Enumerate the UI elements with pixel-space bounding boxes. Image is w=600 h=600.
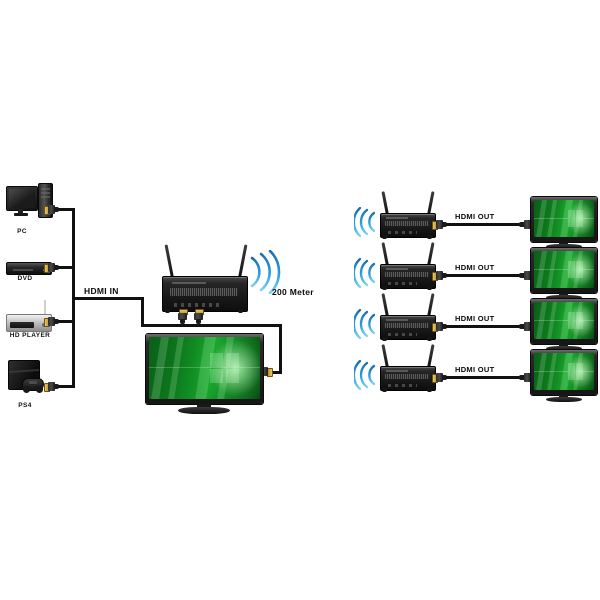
source-label-pc: PC	[17, 228, 27, 235]
cable-receiver-1-to-tv	[446, 223, 528, 226]
hdmi-in-label: HDMI IN	[84, 286, 119, 296]
pc-monitor-neck	[18, 209, 23, 213]
local-tv-base	[178, 407, 230, 414]
receiver-4-antenna-right	[427, 344, 435, 369]
hdmi-plug-receiver-4	[432, 373, 447, 383]
cable-tx-loop-in	[268, 371, 282, 374]
local-tv	[146, 334, 263, 404]
receiver-2-antenna-left	[381, 242, 389, 267]
local-tv-neck	[197, 404, 211, 409]
hdmi-plug-pc	[44, 205, 59, 215]
cable-dvd-to-trunk	[58, 266, 74, 269]
windows-logo	[567, 209, 584, 228]
receiver-2-signal-arcs	[354, 258, 376, 288]
receiver-1-antenna-left	[381, 191, 389, 216]
receiver-tv-3	[531, 299, 597, 344]
receiver-tv-3-screen	[534, 302, 594, 339]
cable-receiver-3-to-tv	[446, 325, 528, 328]
receiver-4-antenna-left	[381, 344, 389, 369]
source-device-pc	[4, 183, 66, 234]
receiver-3-antenna-right	[427, 293, 435, 318]
wireless-hdmi-receiver-4	[380, 366, 436, 392]
hdmi-plug-dvd	[44, 263, 59, 273]
hdmi-plug-receiver-3	[432, 322, 447, 332]
hdmi-plug-receiver-1	[432, 220, 447, 230]
hdmi-plug-transmitter-2	[194, 309, 204, 324]
source-label-ps4: PS4	[18, 402, 32, 409]
ps4-controller	[22, 378, 44, 393]
transmitter-antenna-left	[164, 244, 174, 279]
hdmi-out-label-3: HDMI OUT	[455, 314, 495, 323]
hdmi-plug-transmitter-1	[178, 309, 188, 324]
receiver-tv-2-base	[546, 295, 582, 300]
hdmi-out-label-4: HDMI OUT	[455, 365, 495, 374]
pc-monitor	[6, 186, 38, 211]
receiver-3-antenna-left	[381, 293, 389, 318]
receiver-tv-2-screen	[534, 251, 594, 288]
receiver-tv-2	[531, 248, 597, 293]
receiver-1-signal-arcs	[354, 207, 376, 237]
cable-hdplayer-to-trunk	[58, 320, 74, 323]
hdmi-plug-ps4	[44, 382, 59, 392]
hd-player-antenna	[44, 300, 46, 314]
receiver-4-signal-arcs	[354, 360, 376, 390]
cable-step-down	[141, 297, 144, 327]
transmitter-signal-arcs	[250, 250, 281, 294]
cable-tx-loop-top	[195, 324, 282, 327]
receiver-tv-1-base	[546, 244, 582, 249]
source-label-hd-player: HD PLAYER	[9, 332, 51, 339]
receiver-tv-1-screen	[534, 200, 594, 237]
cable-pc-to-trunk	[58, 208, 74, 211]
receiver-tv-1	[531, 197, 597, 242]
receiver-tv-4-base	[546, 397, 582, 402]
receiver-tv-3-base	[546, 346, 582, 351]
windows-logo	[567, 362, 584, 381]
cable-tx-loop-down	[279, 324, 282, 373]
windows-logo	[567, 311, 584, 330]
receiver-tv-4	[531, 350, 597, 395]
cable-receiver-4-to-tv	[446, 376, 528, 379]
wireless-hdmi-receiver-3	[380, 315, 436, 341]
receiver-tv-4-screen	[534, 353, 594, 390]
receiver-3-signal-arcs	[354, 309, 376, 339]
local-tv-screen	[149, 337, 260, 399]
distance-label: 200 Meter	[272, 287, 314, 297]
hdmi-out-label-2: HDMI OUT	[455, 263, 495, 272]
source-label-dvd: DVD	[17, 275, 33, 282]
hdmi-plug-receiver-2	[432, 271, 447, 281]
cable-receiver-2-to-tv	[446, 274, 528, 277]
cable-ps4-to-trunk	[58, 385, 74, 388]
cable-step-to-tx	[141, 324, 195, 327]
receiver-2-antenna-right	[427, 242, 435, 267]
hdmi-plug-hd-player	[44, 317, 59, 327]
wireless-hdmi-transmitter	[162, 276, 248, 313]
windows-logo	[210, 353, 239, 383]
wireless-hdmi-receiver-2	[380, 264, 436, 290]
hdmi-out-label-1: HDMI OUT	[455, 212, 495, 221]
cable-trunk-to-step	[72, 297, 144, 300]
windows-logo	[567, 260, 584, 279]
pc-monitor-stand	[14, 213, 28, 216]
wireless-hdmi-receiver-1	[380, 213, 436, 239]
source-device-dvd	[6, 262, 52, 275]
receiver-1-antenna-right	[427, 191, 435, 216]
